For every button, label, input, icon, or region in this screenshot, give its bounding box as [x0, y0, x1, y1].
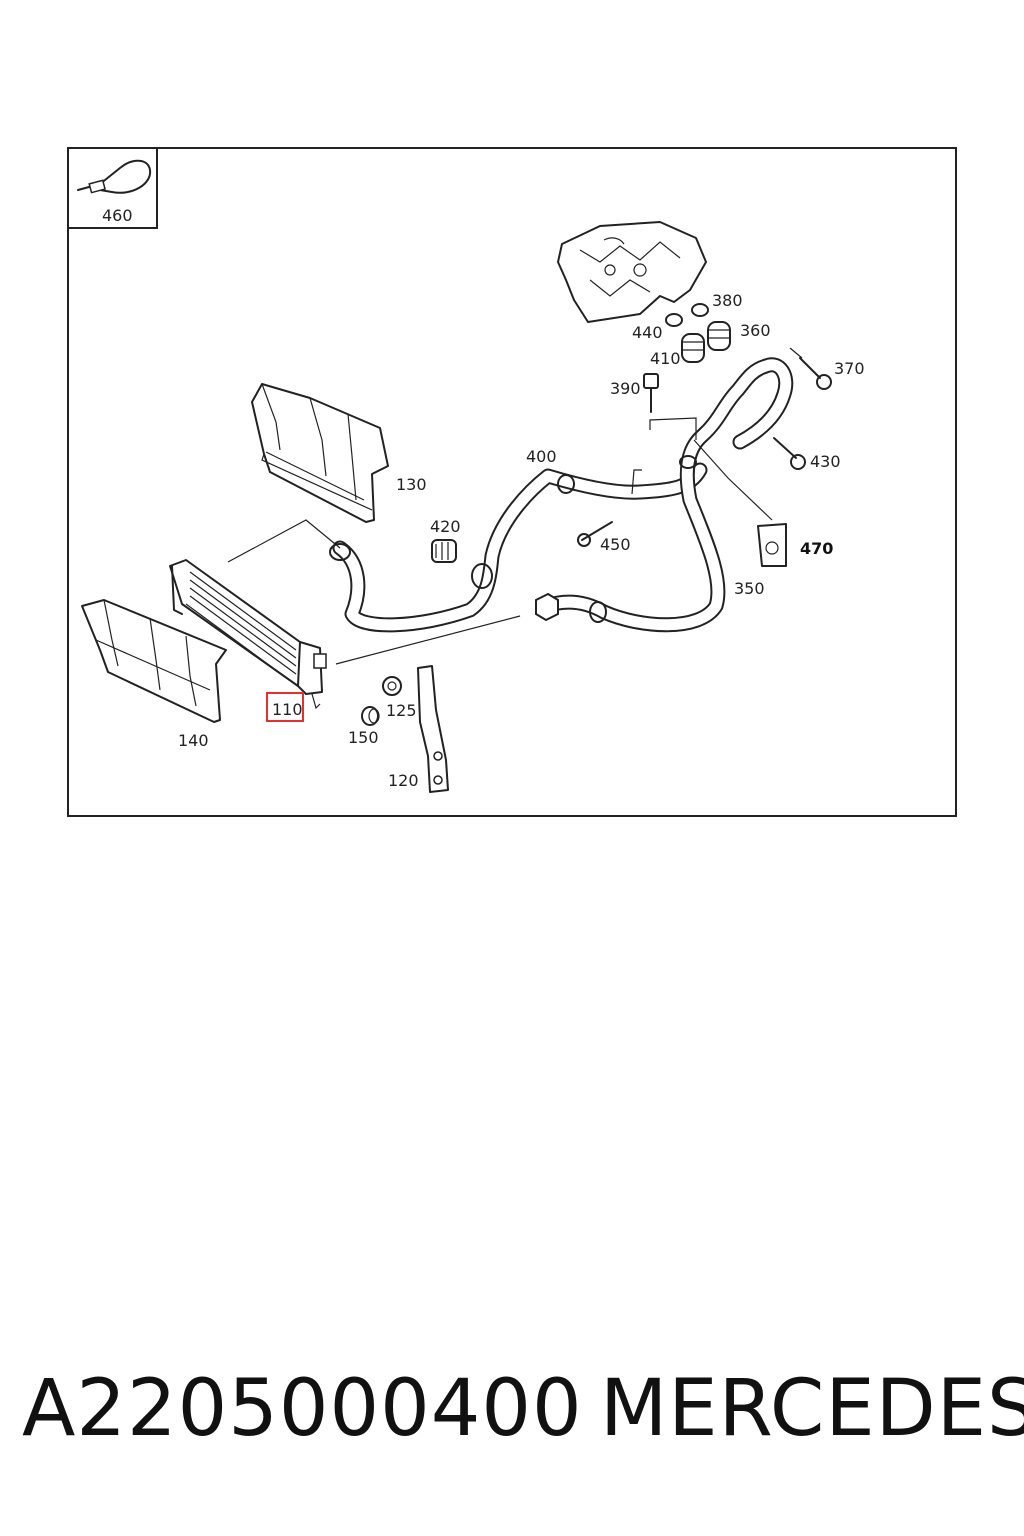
air-duct-140[interactable] [81, 599, 227, 723]
label-120: 120 [388, 771, 419, 790]
label-140: 140 [178, 731, 209, 750]
nut-125[interactable] [382, 676, 402, 696]
label-470: 470 [800, 539, 833, 558]
bolt-430[interactable] [773, 437, 806, 470]
label-380: 380 [712, 291, 743, 310]
hose-400[interactable] [329, 462, 708, 633]
cable-tie-icon [77, 159, 152, 194]
label-400: 400 [526, 447, 557, 466]
label-150: 150 [348, 728, 379, 747]
label-125: 125 [386, 701, 417, 720]
inset-box-460 [67, 147, 158, 229]
label-110[interactable]: 110 [272, 700, 303, 719]
label-410: 410 [650, 349, 681, 368]
grommet-420[interactable] [431, 539, 457, 563]
highlight-box-110 [266, 692, 304, 722]
hose-350[interactable] [535, 357, 794, 633]
bolt-450[interactable] [577, 521, 613, 547]
seal-410[interactable] [681, 333, 705, 363]
bracket-120[interactable] [417, 665, 449, 793]
label-430: 430 [810, 452, 841, 471]
label-390: 390 [610, 379, 641, 398]
grommet-150[interactable] [361, 706, 380, 726]
part-number: A2205000400 [22, 1364, 583, 1454]
label-130: 130 [396, 475, 427, 494]
label-440: 440 [632, 323, 663, 342]
o-ring-380[interactable] [691, 303, 709, 317]
oil-cooler-110[interactable] [169, 559, 327, 710]
label-460: 460 [102, 206, 133, 225]
bracket-470[interactable] [757, 523, 787, 567]
air-duct-130[interactable] [251, 383, 389, 523]
label-370: 370 [834, 359, 865, 378]
label-360: 360 [740, 321, 771, 340]
bolt-370[interactable] [799, 357, 832, 390]
seal-360[interactable] [707, 321, 731, 351]
o-ring-440[interactable] [665, 313, 683, 327]
bolt-390[interactable] [643, 373, 659, 413]
leader-lines [227, 347, 803, 665]
label-450: 450 [600, 535, 631, 554]
brand-name: MERCEDES [600, 1364, 1024, 1454]
diagram-frame [67, 147, 957, 817]
engine-housing [557, 221, 707, 323]
label-350: 350 [734, 579, 765, 598]
label-420: 420 [430, 517, 461, 536]
